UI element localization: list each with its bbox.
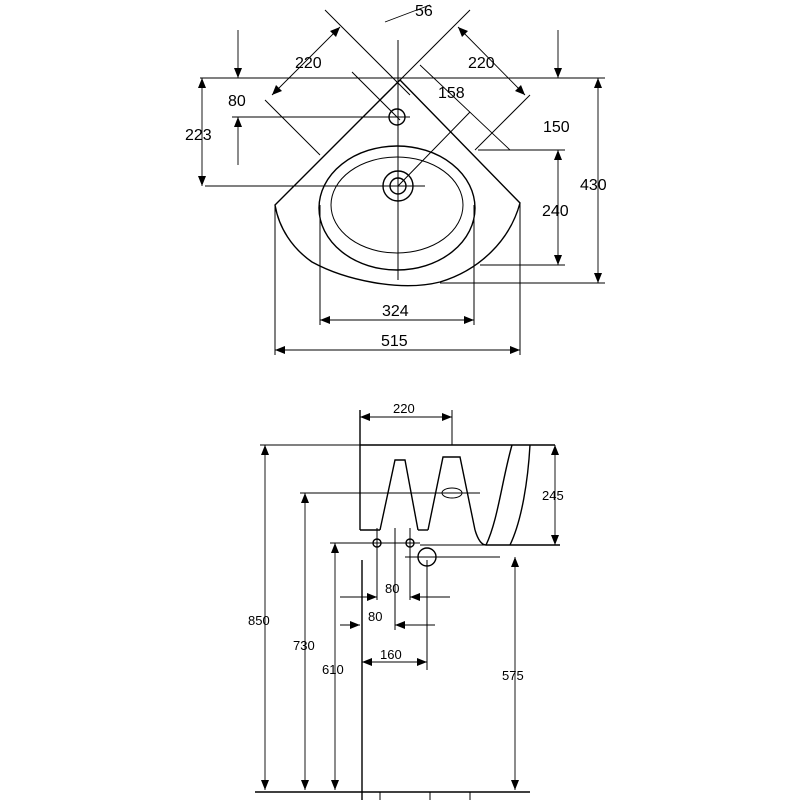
side-dim-80-b: 80 [368,609,382,624]
dim-80: 80 [228,93,246,110]
side-dim-80-a: 80 [385,581,399,596]
side-dim-850: 850 [248,613,270,628]
dim-150: 150 [543,119,570,136]
bowl-inner [330,156,464,254]
dim-430: 430 [580,177,607,194]
dim-220-right: 220 [468,55,495,72]
dim-220-left: 220 [295,55,322,72]
side-dim-245: 245 [542,488,564,503]
side-dim-220: 220 [393,401,415,416]
side-view: 220 245 850 730 610 80 80 160 575 [248,401,564,800]
dim-158: 158 [438,85,465,102]
bowl-outer [318,145,476,271]
side-dim-160: 160 [380,647,402,662]
dim-56: 56 [415,3,433,20]
dim-324: 324 [382,303,409,320]
side-dim-610: 610 [322,662,344,677]
basin-outline [274,79,521,287]
dim-223: 223 [185,127,212,144]
dim-240: 240 [542,203,569,220]
side-dim-730: 730 [293,638,315,653]
dim-515: 515 [381,333,408,350]
side-dim-575: 575 [502,668,524,683]
top-view: 56 220 220 80 158 223 150 430 240 324 51… [185,3,607,355]
